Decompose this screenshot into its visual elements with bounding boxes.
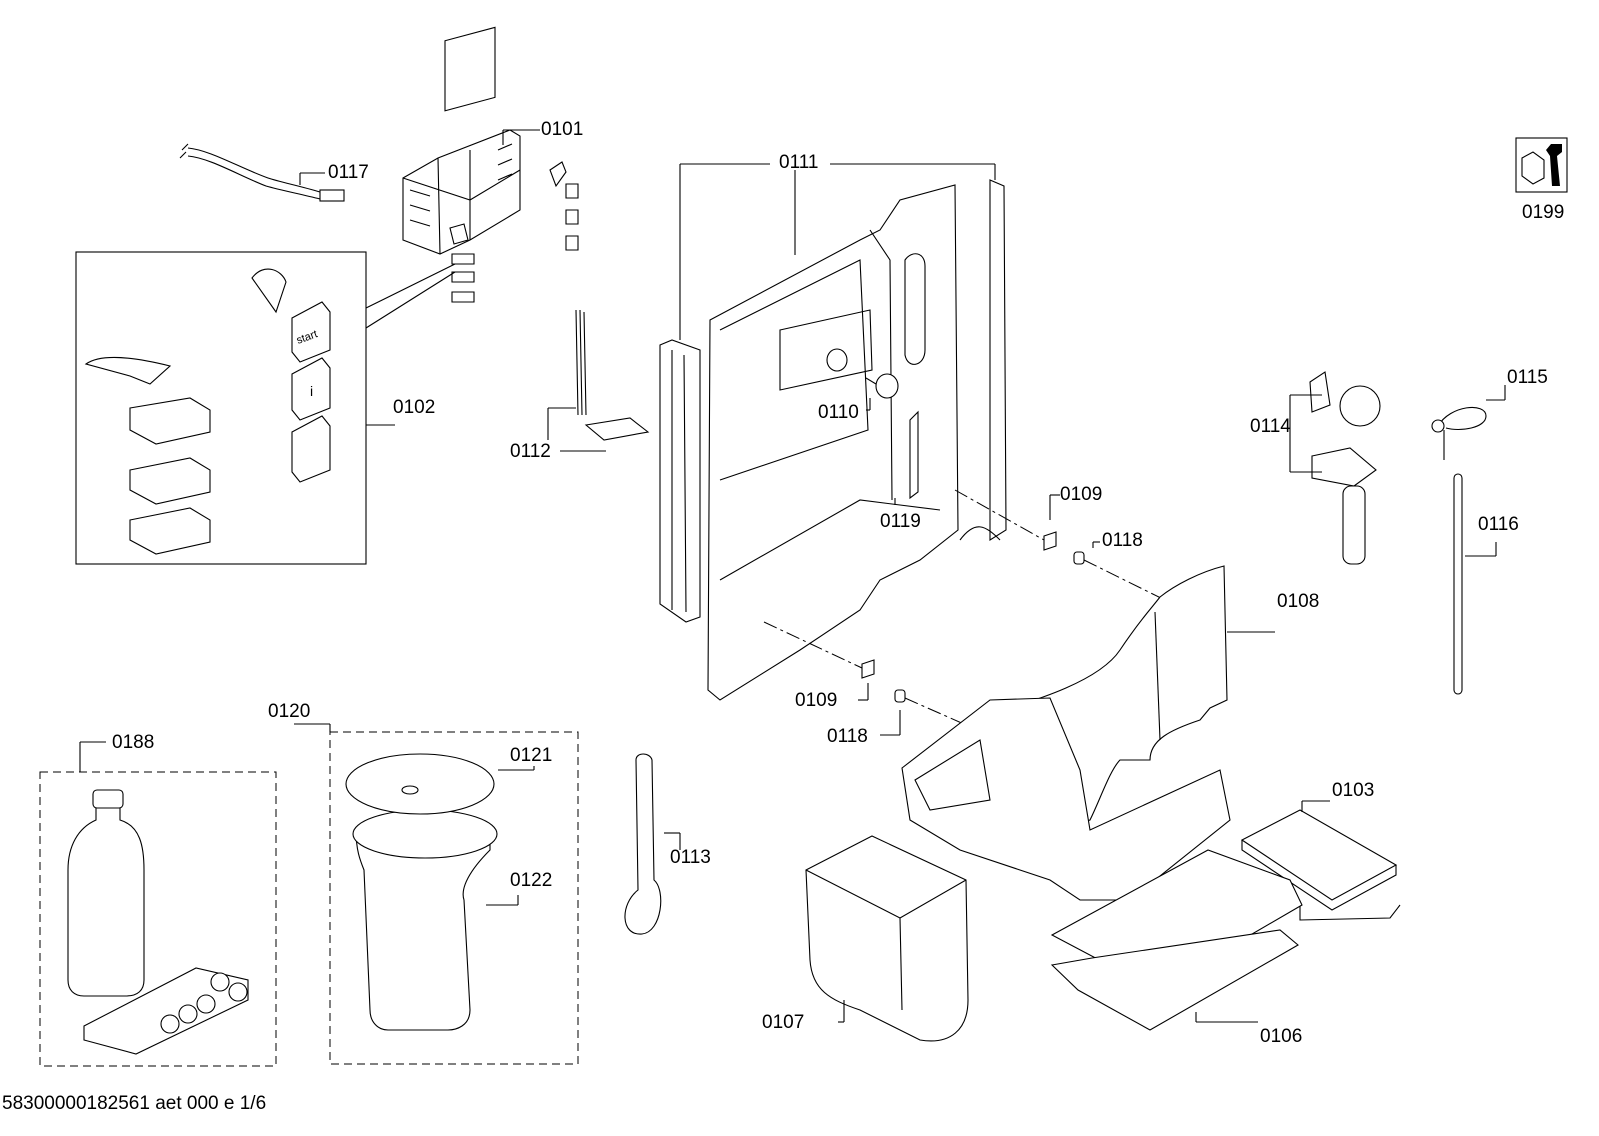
label-0188: 0188 (112, 732, 154, 753)
button-info-text: i (310, 383, 313, 399)
base-assembly (901, 697, 1231, 901)
label-0113: 0113 (670, 847, 711, 868)
knobs-0110 (826, 348, 899, 399)
service-tool-icon (1515, 137, 1568, 193)
label-0107: 0107 (762, 1012, 804, 1033)
label-0115: 0115 (1507, 367, 1548, 388)
label-0117: 0117 (328, 162, 369, 183)
label-0121: 0121 (510, 745, 552, 766)
label-0106: 0106 (1260, 1026, 1302, 1047)
label-0199: 0199 (1522, 202, 1564, 223)
label-0116: 0116 (1478, 514, 1519, 535)
part-0115 (1431, 406, 1487, 460)
label-0109-b: 0109 (795, 690, 837, 711)
label-0120: 0120 (268, 701, 310, 722)
label-0118-a: 0118 (1102, 530, 1143, 551)
wiring-0112 (575, 309, 650, 441)
diagram-code-footer: 58300000182561 aet 000 e 1/6 (2, 1093, 267, 1114)
tube-0116 (1453, 473, 1463, 695)
label-0102: 0102 (393, 397, 435, 418)
front-panel-0111 (659, 179, 1007, 701)
button-set-small (549, 161, 579, 251)
grounds-container-0107 (805, 835, 969, 1042)
part-0114 (1309, 371, 1381, 565)
label-0114: 0114 (1250, 416, 1291, 437)
label-0108: 0108 (1277, 591, 1319, 612)
drip-grid-0103 (1240, 809, 1401, 921)
group-0120 (329, 731, 579, 1065)
label-0112: 0112 (510, 441, 551, 462)
label-0110: 0110 (818, 402, 859, 423)
detail-box-0102 (75, 251, 456, 565)
group-0188 (39, 771, 277, 1067)
cable-0117 (179, 143, 345, 202)
label-0103: 0103 (1332, 780, 1374, 801)
label-0101: 0101 (541, 119, 583, 140)
label-0119: 0119 (880, 511, 921, 532)
measuring-scoop-0113 (624, 753, 662, 935)
label-0118-b: 0118 (827, 726, 868, 747)
drip-tray-0106 (1050, 849, 1303, 1031)
label-0109-a: 0109 (1060, 484, 1102, 505)
part-0119 (909, 410, 919, 500)
label-0111: 0111 (779, 152, 818, 173)
label-0122: 0122 (510, 870, 552, 891)
control-module-0101 (402, 26, 521, 303)
